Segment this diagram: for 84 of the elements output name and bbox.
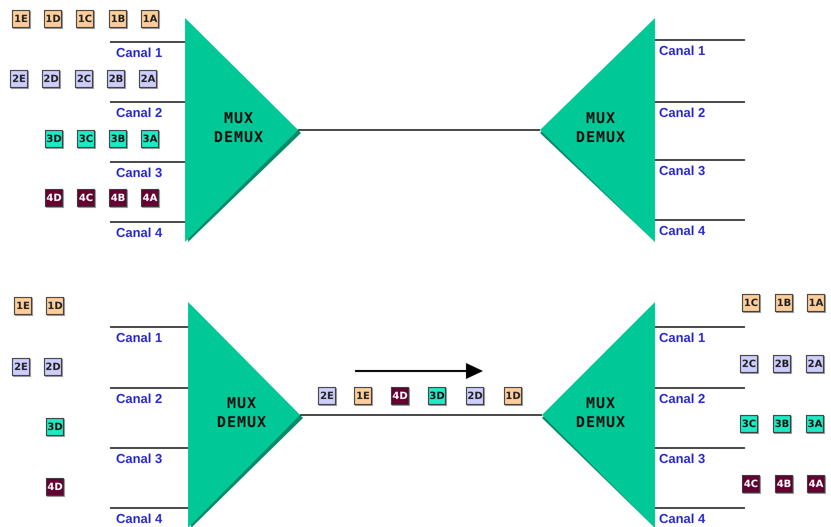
data-packet: 1D [504,387,522,405]
data-packet: 3B [773,415,791,433]
data-packet: 1B [775,294,793,312]
channel-line [110,447,188,449]
multiplexer-triangle [185,18,298,242]
channel-line [110,221,185,223]
device-label: MUX DEMUX [574,394,628,432]
channel-line [110,41,185,43]
channel-line [110,507,188,509]
channel-line [655,326,745,328]
channel-label: Canal 1 [659,43,706,58]
channel-line [110,161,185,163]
channel-label: Canal 4 [659,223,706,238]
data-packet: 4D [45,189,63,207]
data-packet: 2C [740,355,758,373]
data-packet: 1E [12,10,30,28]
channel-label: Canal 2 [116,105,162,120]
channel-label: Canal 1 [116,330,162,345]
channel-line [655,101,745,103]
data-packet: 4D [46,478,64,496]
channel-label: Canal 3 [659,451,706,466]
channel-label: Canal 4 [116,225,162,240]
device-label: MUX DEMUX [216,394,268,432]
channel-line [110,326,188,328]
data-packet: 4A [141,189,159,207]
channel-label: Canal 1 [659,330,706,345]
channel-line [655,219,745,221]
data-packet: 2E [12,358,30,376]
multiplexer-triangle [542,302,655,527]
data-packet: 2A [806,355,824,373]
device-label: MUX DEMUX [212,109,266,147]
channel-line [655,39,745,41]
data-packet: 3B [109,130,127,148]
channel-label: Canal 3 [116,165,162,180]
data-packet: 1D [46,297,64,315]
data-packet: 2B [773,355,791,373]
channel-line [298,129,540,131]
data-packet: 2D [466,387,484,405]
data-packet: 2B [107,70,125,88]
data-packet: 3D [428,387,446,405]
data-packet: 2E [318,387,336,405]
data-packet: 3C [740,415,758,433]
data-packet: 4D [391,387,409,405]
data-packet: 1A [141,10,159,28]
channel-label: Canal 4 [116,511,162,526]
channel-label: Canal 2 [659,391,706,406]
data-packet: 1A [807,294,825,312]
data-packet: 2A [139,70,157,88]
data-packet: 4B [775,475,793,493]
data-packet: 1C [742,294,760,312]
data-packet: 4C [742,475,760,493]
data-packet: 3A [141,130,159,148]
data-packet: 2D [44,358,62,376]
data-packet: 4B [109,189,127,207]
data-packet: 2C [75,70,93,88]
data-packet: 3C [77,130,95,148]
channel-line [655,387,745,389]
channel-label: Canal 1 [116,45,162,60]
data-packet: 4A [807,475,825,493]
data-packet: 3D [45,130,63,148]
data-packet: 1C [76,10,94,28]
channel-line [655,507,745,509]
data-packet: 3A [806,415,824,433]
data-packet: 4C [77,189,95,207]
channel-label: Canal 3 [116,451,162,466]
channel-line [110,101,185,103]
data-packet: 1E [354,387,372,405]
multiplexer-triangle [540,18,655,242]
data-packet: 1E [14,297,32,315]
data-packet: 3D [46,418,64,436]
device-label: MUX DEMUX [574,109,628,147]
data-packet: 1D [44,10,62,28]
channel-label: Canal 4 [659,511,706,526]
data-packet: 1B [109,10,127,28]
channel-line [110,387,188,389]
data-packet: 2D [42,70,60,88]
channel-label: Canal 3 [659,163,706,178]
channel-line [300,414,542,416]
data-packet: 2E [10,70,28,88]
channel-line [655,159,745,161]
channel-line [655,447,745,449]
channel-label: Canal 2 [116,391,162,406]
multiplexer-triangle [188,302,300,527]
channel-label: Canal 2 [659,105,706,120]
